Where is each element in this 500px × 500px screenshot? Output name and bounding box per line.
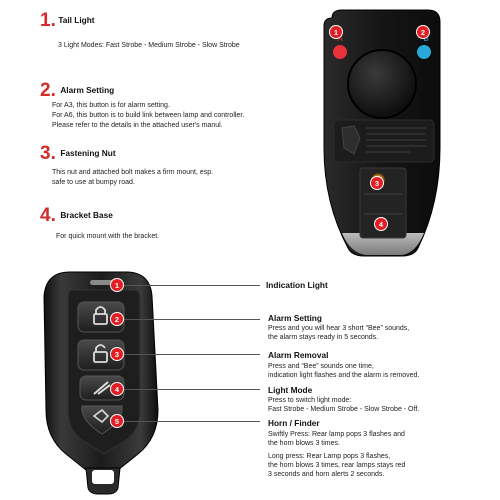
remote-marker-4: 4: [111, 383, 123, 395]
remote-feature-desc: the horn blows 3 times, rear lamps stays…: [268, 462, 406, 469]
remote-feature-title: Indication Light: [266, 280, 328, 290]
light-mode-icon: [93, 381, 111, 395]
lock-key: [77, 301, 125, 333]
feature-desc: Please refer to the details in the attac…: [52, 122, 223, 129]
feature-desc: For A6, this button is to build link bet…: [52, 112, 245, 119]
remote-feature-desc: Press to switch light mode:: [268, 397, 352, 404]
remote-marker-3: 3: [111, 348, 123, 360]
remote-marker-5: 5: [111, 415, 123, 427]
remote-feature-desc: the horn blows 3 times.: [268, 440, 340, 447]
unlock-key: [77, 339, 125, 371]
feature-2: 2. Alarm Setting: [40, 80, 114, 102]
remote-marker-1: 1: [111, 279, 123, 291]
feature-1: 1. Tail Light: [40, 10, 97, 32]
feature-number: 4.: [40, 205, 56, 226]
remote-feature-desc: Swiftly Press: Rear lamp pops 3 flashes …: [268, 431, 405, 438]
tail-light-device: A B: [323, 9, 441, 257]
label-b: B: [423, 34, 428, 43]
remote-controller: [43, 271, 159, 495]
remote-feature-title: Horn / Finder: [268, 418, 320, 428]
remote-feature-title: Light Mode: [268, 385, 313, 395]
leader-line: [124, 285, 260, 286]
remote-marker-2: 2: [111, 313, 123, 325]
marker-2: 2: [417, 26, 429, 38]
remote-feature-title: Alarm Setting: [268, 313, 322, 323]
feature-desc: This nut and attached bolt makes a firm …: [52, 169, 214, 176]
feature-title: Tail Light: [58, 15, 95, 25]
red-led-icon: [333, 45, 347, 59]
unlock-icon: [93, 344, 108, 363]
feature-number: 3.: [40, 143, 56, 164]
brand-logo-icon: [341, 125, 361, 155]
feature-4: 4. Bracket Base: [40, 205, 113, 227]
leader-line: [124, 421, 260, 422]
feature-desc: For quick mount with the bracket.: [56, 233, 160, 240]
feature-desc: For A3, this button is for alarm setting…: [52, 102, 170, 109]
remote-feature-desc: Press and you will hear 3 short “Bee” so…: [268, 325, 410, 332]
lock-icon: [93, 306, 108, 325]
leader-line: [124, 319, 260, 320]
lens: [342, 233, 424, 255]
leader-line: [124, 389, 260, 390]
marker-1: 1: [330, 26, 342, 38]
feature-desc: 3 Light Modes: Fast Strobe - Medium Stro…: [58, 42, 240, 49]
remote-feature-desc: Long press: Rear Lamp pops 3 flashes,: [268, 453, 391, 460]
horn-icon: [92, 408, 110, 424]
alarm-button: [347, 49, 417, 119]
horn-key: [81, 405, 123, 435]
feature-title: Fastening Nut: [60, 148, 116, 158]
blue-led-icon: [417, 45, 431, 59]
remote-feature-desc: Fast Strobe - Medium Strobe - Slow Strob…: [268, 406, 420, 413]
marker-4: 4: [375, 218, 387, 230]
remote-feature-title: Alarm Removal: [268, 350, 329, 360]
feature-title: Bracket Base: [60, 210, 113, 220]
feature-title: Alarm Setting: [60, 85, 115, 95]
feature-3: 3. Fastening Nut: [40, 143, 116, 165]
marker-3: 3: [371, 177, 383, 189]
remote-feature-desc: indication light flashes and the alarm i…: [268, 372, 420, 379]
remote-feature-desc: the alarm stays ready in 5 seconds.: [268, 334, 379, 341]
feature-desc: safe to use at bumpy road.: [52, 179, 135, 186]
remote-feature-desc: 3 seconds and horn alerts 2 seconds.: [268, 471, 385, 478]
label-a: A: [337, 34, 343, 43]
feature-number: 1.: [40, 10, 56, 31]
indication-light: [90, 280, 114, 285]
remote-feature-desc: Press and “Bee” sounds one time,: [268, 363, 374, 370]
feature-number: 2.: [40, 80, 56, 101]
leader-line: [124, 354, 260, 355]
